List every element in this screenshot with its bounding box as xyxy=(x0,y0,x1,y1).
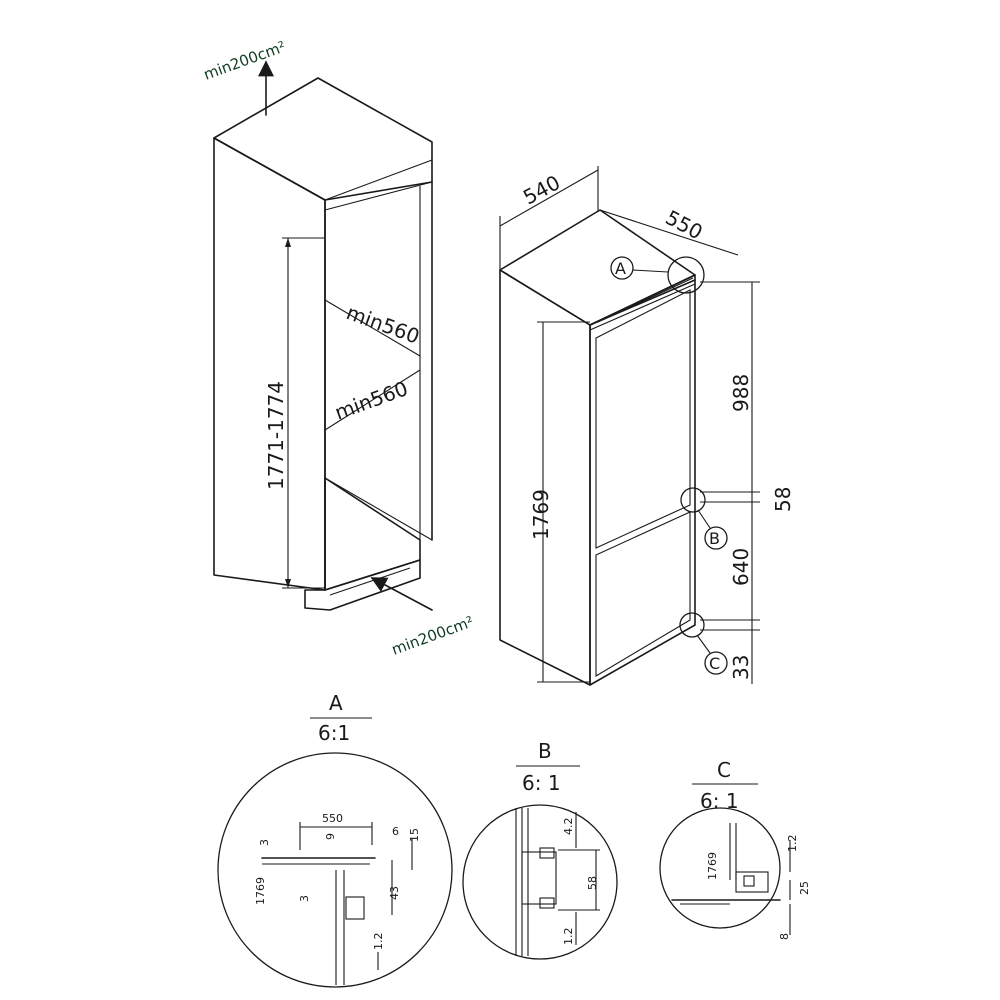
appliance-height-dimension xyxy=(537,321,590,683)
detail-a-dim-9: 9 xyxy=(324,833,337,840)
detail-c-view xyxy=(659,807,791,935)
detail-b-dim-4-2: 4.2 xyxy=(562,818,575,836)
callout-a-letter: A xyxy=(615,259,626,278)
detail-a-dim-15: 15 xyxy=(408,828,421,842)
appliance-width-label: 540 xyxy=(519,170,564,209)
niche-height-label: 1771-1774 xyxy=(264,381,288,490)
dim-988-label: 988 xyxy=(729,374,753,412)
appliance-depth-label: 550 xyxy=(662,205,707,244)
detail-c-dim-25: 25 xyxy=(798,881,811,895)
detail-a-dim-550: 550 xyxy=(322,812,343,825)
detail-c-dim-8: 8 xyxy=(778,933,791,940)
detail-a-view xyxy=(217,752,453,988)
dim-33-label: 33 xyxy=(729,655,753,680)
callout-circles xyxy=(610,256,728,675)
niche-depth-upper-label: min560 xyxy=(343,300,423,349)
detail-a-dim-1-2: 1.2 xyxy=(372,933,385,951)
detail-a-dim-1769: 1769 xyxy=(254,877,267,905)
detail-b-scale: 6: 1 xyxy=(522,771,561,795)
appliance-width-dimension xyxy=(499,166,599,270)
detail-a-dim-3: 3 xyxy=(258,839,271,846)
detail-a-letter: A xyxy=(329,691,343,715)
dim-58-label: 58 xyxy=(771,487,795,512)
detail-a-scale: 6:1 xyxy=(318,721,350,745)
appliance-body xyxy=(499,209,696,686)
callout-c-letter: C xyxy=(709,654,720,673)
detail-a-dim-43: 43 xyxy=(388,886,401,900)
detail-c-dim-1-2: 1.2 xyxy=(786,835,799,853)
niche-cabinet xyxy=(213,77,433,611)
detail-b-view xyxy=(462,804,618,960)
detail-a-dim-6: 6 xyxy=(392,825,399,838)
niche-depth-lower-label: min560 xyxy=(332,376,412,425)
detail-c-letter: C xyxy=(717,758,731,782)
detail-c-dim-1769: 1769 xyxy=(706,852,719,880)
detail-a-dim-3b: 3 xyxy=(298,895,311,902)
callout-b-letter: B xyxy=(709,529,720,548)
appliance-height-label: 1769 xyxy=(529,489,553,540)
detail-b-letter: B xyxy=(538,739,552,763)
vent-bottom-label: min200cm² xyxy=(389,613,476,659)
detail-b-dim-1-2: 1.2 xyxy=(562,928,575,946)
dim-640-label: 640 xyxy=(729,548,753,586)
appliance-depth-dimension xyxy=(599,209,739,256)
detail-b-dim-58: 58 xyxy=(586,876,599,890)
niche-height-dimension xyxy=(282,237,325,589)
vent-bottom-arrow xyxy=(370,577,433,611)
vent-top-label: min200cm² xyxy=(201,38,288,84)
appliance-right-dimensions xyxy=(700,281,760,684)
